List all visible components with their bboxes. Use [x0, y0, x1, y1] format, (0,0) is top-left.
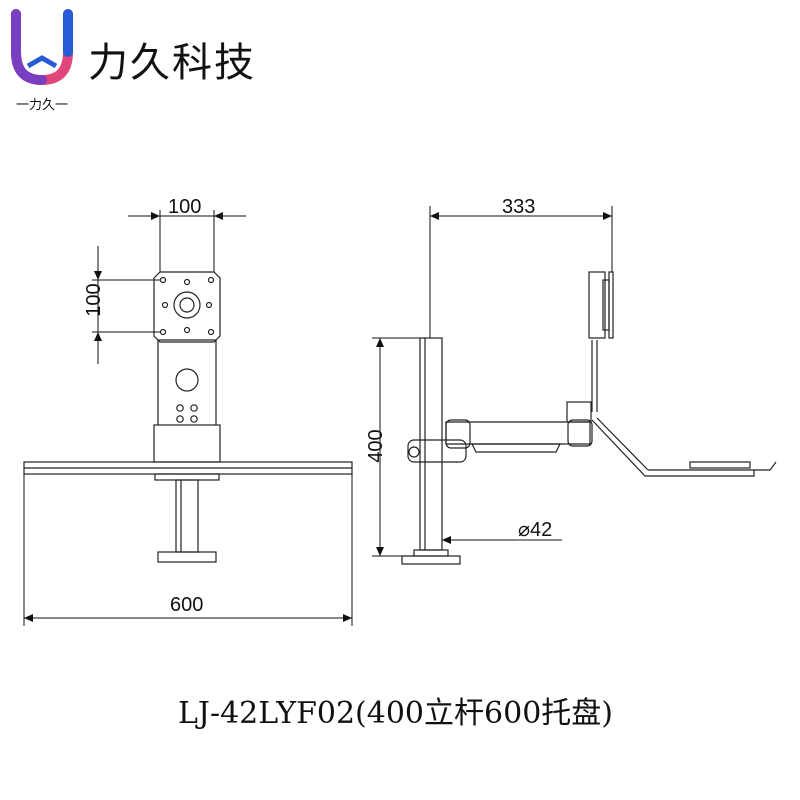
side-view	[401, 271, 777, 565]
side-vesa	[588, 271, 606, 339]
pole-diameter-label: ⌀42	[518, 519, 552, 541]
front-vesa-plate	[153, 271, 221, 343]
side-collar	[407, 439, 467, 463]
front-column	[157, 339, 217, 425]
tray-width-label: 600	[170, 594, 203, 616]
front-base	[157, 551, 217, 563]
pole-height-label: 400	[365, 429, 387, 462]
side-tray-bracket	[591, 419, 755, 477]
side-base	[401, 555, 461, 565]
reach-label: 333	[502, 196, 535, 218]
front-pole	[175, 479, 199, 553]
front-height-label: 100	[83, 283, 105, 316]
front-dimensions	[23, 210, 353, 626]
front-width-label: 100	[168, 196, 201, 218]
side-dimensions	[372, 206, 613, 557]
front-clamp	[154, 473, 220, 481]
logo-mark-icon	[11, 9, 73, 86]
product-caption: LJ-42LYF02(400立杆600托盘)	[178, 696, 613, 731]
brand-subtitle: 一力久一	[16, 98, 69, 113]
front-view	[23, 271, 353, 563]
front-knob	[175, 368, 199, 392]
side-base-top	[413, 549, 449, 557]
brand-name: 力久科技	[88, 40, 256, 86]
side-riser-block	[566, 401, 592, 423]
side-pole	[419, 337, 443, 551]
side-tray	[678, 461, 777, 471]
front-buttons	[176, 404, 198, 423]
brand-logo: 力久科技 一力久一	[8, 8, 258, 113]
front-body	[153, 424, 221, 463]
